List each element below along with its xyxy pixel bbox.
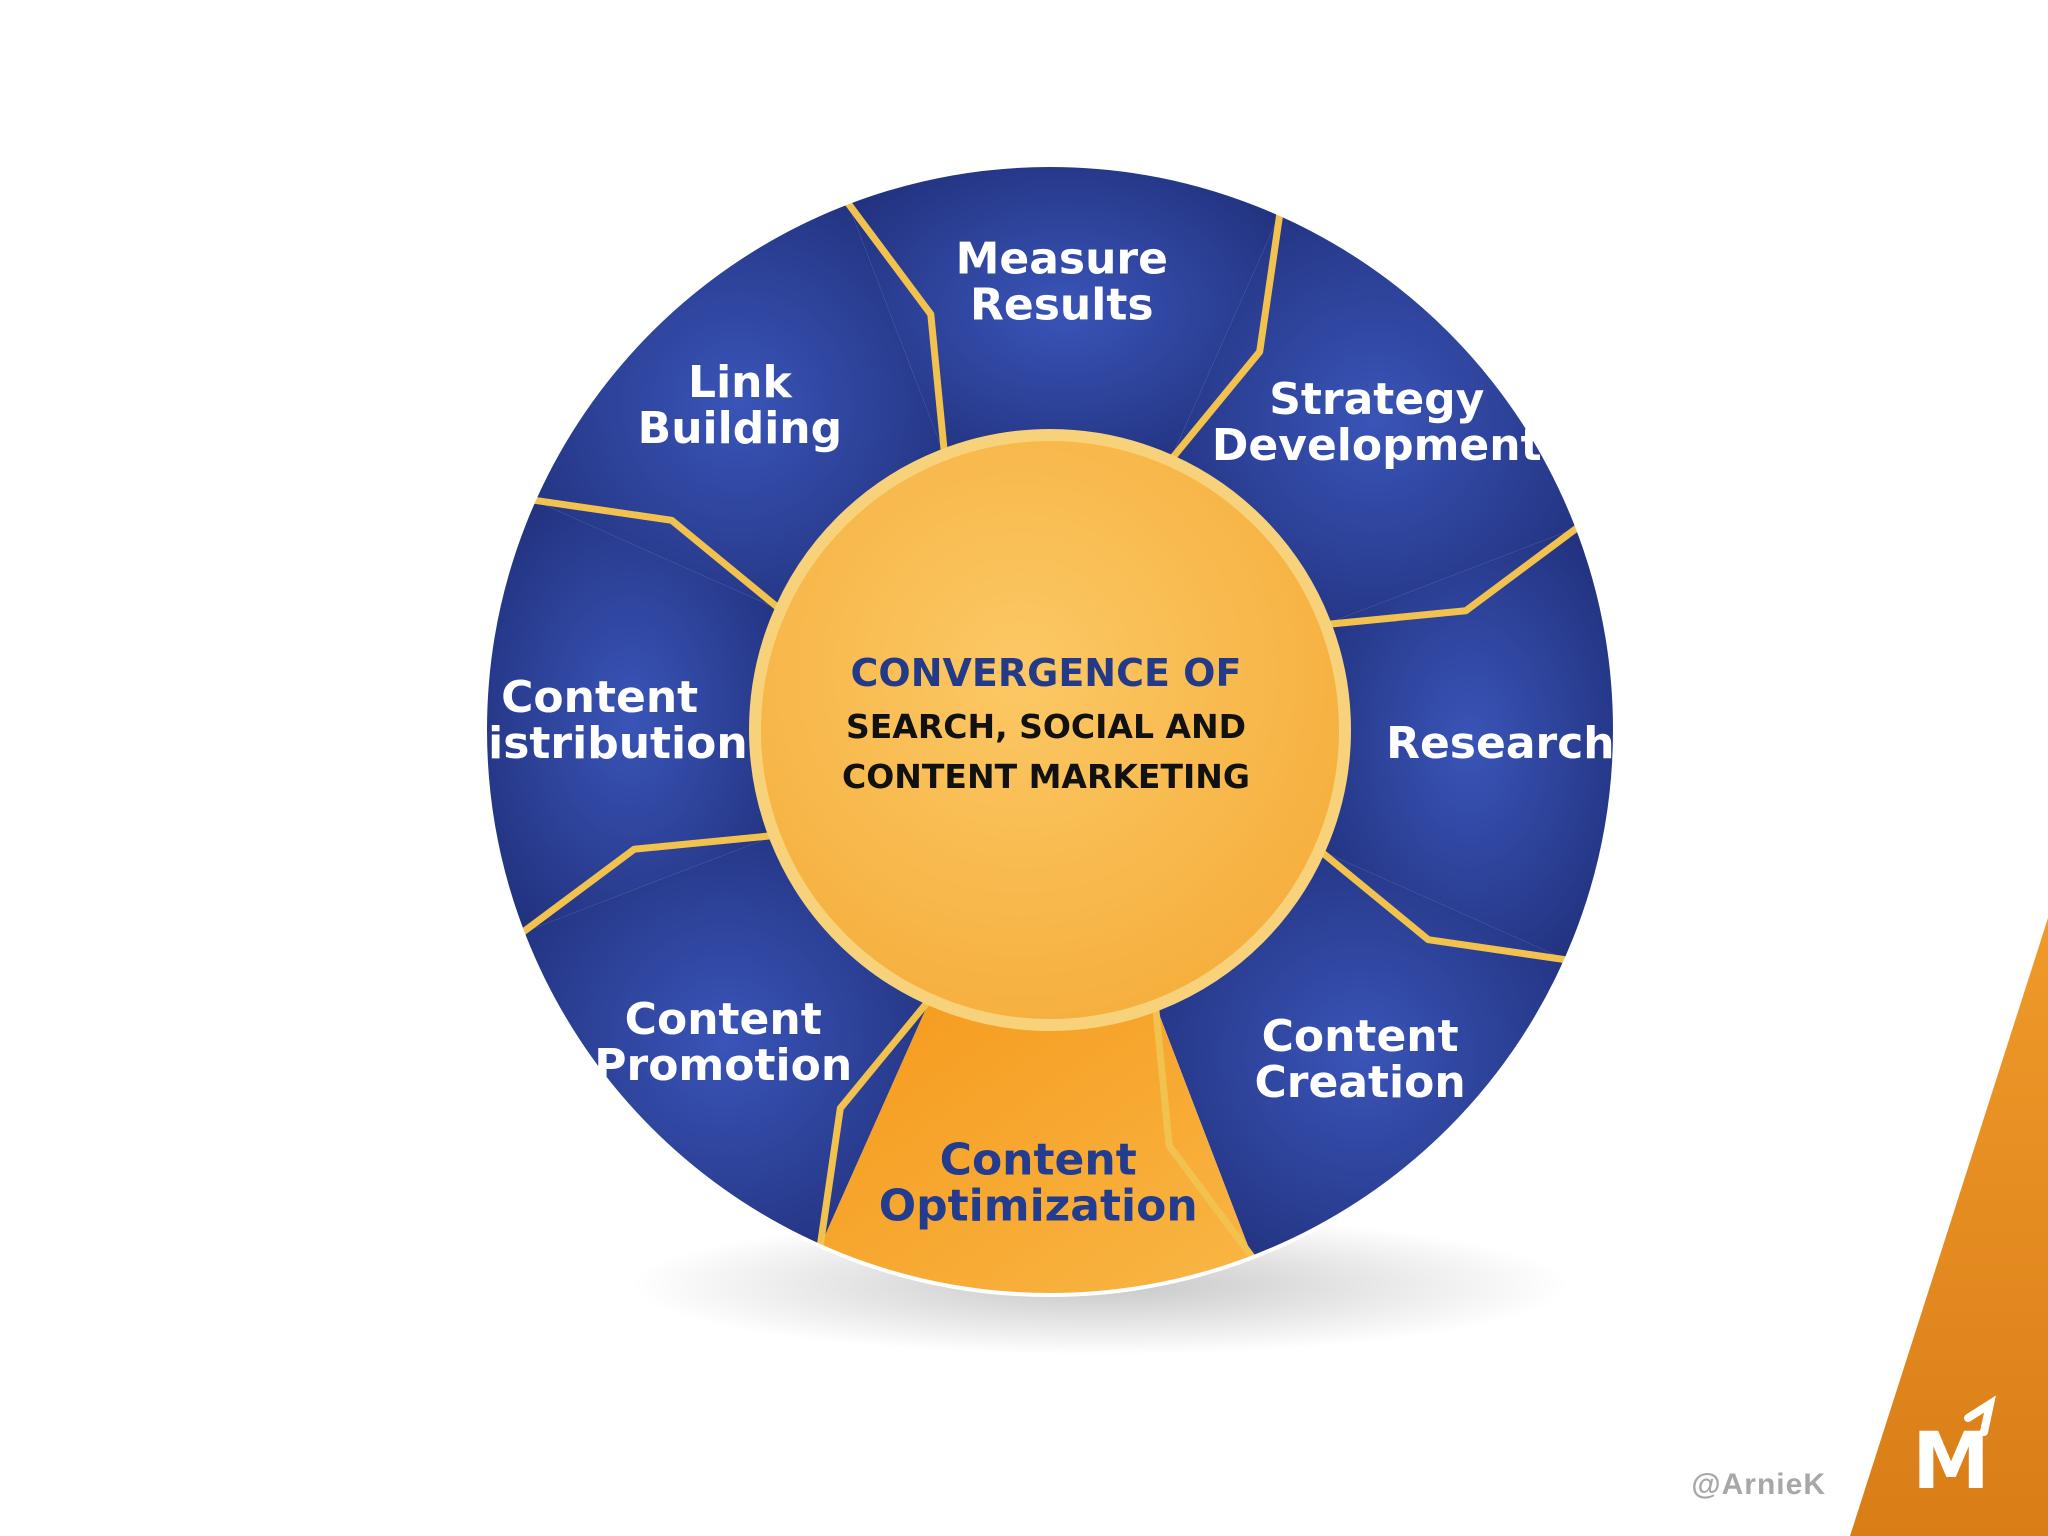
segment-measure-results: [847, 165, 1280, 456]
segment-content-promotion: [522, 837, 928, 1247]
segment-link-building: [533, 202, 943, 608]
segment-label-line1: Research: [1386, 718, 1615, 769]
brand-logo-letter: M: [1912, 1417, 1990, 1507]
segment-content-creation: [1157, 852, 1567, 1258]
center-subtitle-line1: SEARCH, SOCIAL AND: [846, 707, 1246, 746]
segment-labels: StrategyDevelopmentResearchContentCreati…: [452, 234, 1615, 1232]
segment-divider: [520, 831, 776, 936]
segment-label-line2: Optimization: [879, 1180, 1198, 1231]
segment-strategy-development: [1172, 213, 1578, 623]
corner-accent: [1850, 918, 2048, 1536]
wheel-dividers: [483, 163, 1617, 1297]
segment-label-line1: Content: [1262, 1011, 1459, 1062]
segment-label-line1: Measure: [956, 234, 1168, 285]
segment-divider: [1151, 1004, 1256, 1260]
segment-divider: [1166, 213, 1284, 464]
segment-divider: [1324, 524, 1580, 629]
segment-label-line1: Content: [501, 672, 698, 723]
brand-logo: M: [1912, 1395, 1996, 1507]
segment-divider: [844, 200, 949, 456]
segment-label-line1: Strategy: [1269, 374, 1484, 425]
segment-label-line1: Content: [625, 994, 822, 1045]
center-subtitle-line2: CONTENT MARKETING: [842, 757, 1250, 796]
segment-research: [1324, 527, 1615, 960]
segment-content-distribution: [484, 500, 776, 933]
center-title: CONVERGENCE OF: [851, 651, 1242, 695]
segment-label-line2: Creation: [1255, 1057, 1466, 1108]
arrow-up-icon: [1964, 1395, 1996, 1436]
segment-content-optimization: [820, 1004, 1253, 1295]
wheel-rim: [483, 163, 1617, 1297]
segment-divider: [1316, 846, 1567, 964]
author-handle: @ArnieK: [1691, 1468, 1826, 1501]
segment-label-line1: Content: [940, 1134, 1137, 1185]
segment-label-line2: Building: [638, 403, 842, 454]
segment-divider: [533, 496, 784, 614]
segment-label-line2: Distribution: [452, 718, 748, 769]
segment-label-line2: Results: [970, 280, 1154, 331]
segment-label-line2: Promotion: [594, 1040, 852, 1091]
center-circle: [749, 429, 1351, 1031]
wheel-segments: [484, 165, 1615, 1295]
segment-label-line2: Development: [1212, 420, 1542, 471]
segment-divider: [816, 996, 934, 1247]
segment-label-line1: Link: [688, 357, 793, 408]
